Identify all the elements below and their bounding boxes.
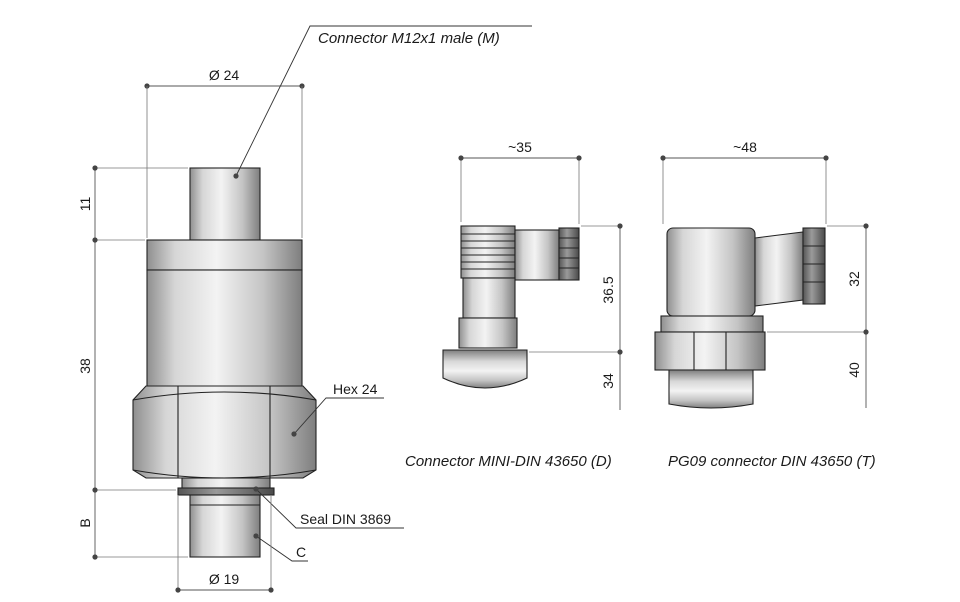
housing-top-band: [146, 239, 303, 271]
label-connector-m12: Connector M12x1 male (M): [318, 30, 500, 47]
label-dim-b: B: [77, 518, 93, 527]
caption-pg09: PG09 connector DIN 43650 (T): [668, 453, 876, 470]
label-dim-38: 38: [77, 358, 93, 374]
label-dia-19: Ø 19: [209, 571, 240, 587]
label-dim-32: 32: [846, 271, 862, 287]
caption-mini-din: Connector MINI-DIN 43650 (D): [405, 453, 612, 470]
connector-mini-din-view: ~35 36.5 34 Connector MINI-DIN 43650 (D): [405, 139, 623, 470]
label-dim-34: 34: [600, 373, 616, 389]
sensor-main-view: Ø 24 Connector M12x1 male (M) 11 38 B He…: [77, 25, 532, 593]
housing-cylinder: [146, 269, 303, 389]
label-width-48: ~48: [733, 139, 757, 155]
connector-pg09-view: ~48 32 40 PG09 connector DIN 43650 (T): [654, 139, 876, 470]
label-seal: Seal DIN 3869: [300, 511, 391, 527]
label-hex-24: Hex 24: [333, 381, 378, 397]
label-dim-11: 11: [77, 197, 93, 212]
seal-ring: [177, 487, 275, 496]
label-dim-40: 40: [846, 362, 862, 378]
label-dim-36-5: 36.5: [600, 276, 616, 303]
label-dia-24: Ø 24: [209, 67, 240, 83]
hex-nut: [132, 385, 317, 479]
label-width-35: ~35: [508, 139, 532, 155]
process-thread: [189, 494, 261, 558]
label-c: C: [296, 544, 306, 560]
m12-connector-body: [189, 167, 261, 241]
